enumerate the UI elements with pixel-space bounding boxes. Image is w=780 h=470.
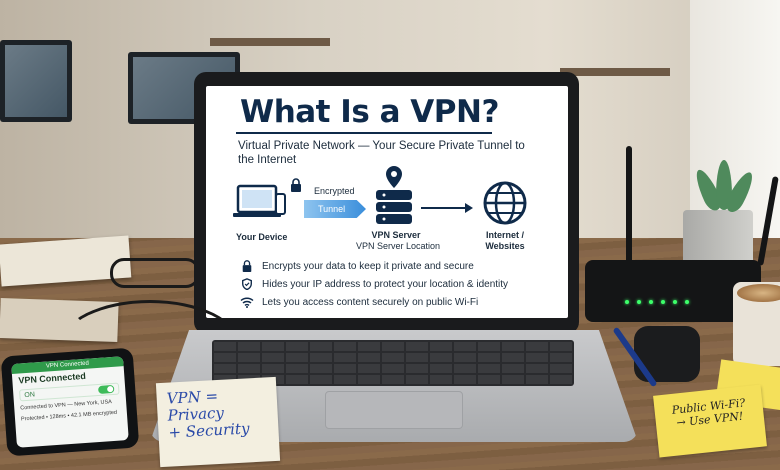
laptop-trackpad xyxy=(325,391,463,429)
sticky-note-wifi: Public Wi-Fi? → Use VPN! xyxy=(653,384,767,458)
internet-label: Internet / Websites xyxy=(485,230,525,251)
background-monitor-left xyxy=(0,40,72,122)
bullet-text: Hides your IP address to protect your lo… xyxy=(262,278,509,290)
smartphone: VPN Connected VPN Connected ON Connected… xyxy=(0,347,140,457)
list-item: Hides your IP address to protect your lo… xyxy=(240,278,560,290)
toggle-switch-icon xyxy=(97,384,115,394)
server-sublabel: VPN Server Location xyxy=(356,241,441,251)
encrypted-label: Encrypted xyxy=(314,186,355,196)
list-item: Encrypts your data to keep it private an… xyxy=(240,260,560,272)
device-label: Your Device xyxy=(236,232,288,242)
toggle-label: ON xyxy=(24,390,36,399)
bullet-text: Lets you access content securely on publ… xyxy=(262,296,479,308)
padlock-icon xyxy=(291,178,301,192)
wall-shelf-right xyxy=(560,68,670,76)
router-antenna xyxy=(626,146,632,264)
tunnel-label: Tunnel xyxy=(318,204,346,214)
coffee-latte xyxy=(737,284,780,302)
list-item: Lets you access content securely on publ… xyxy=(240,296,560,308)
wifi-icon xyxy=(240,297,254,308)
title-underline xyxy=(236,132,492,134)
phone-screen: VPN Connected VPN Connected ON Connected… xyxy=(11,356,129,448)
laptop-device-icon xyxy=(233,184,286,217)
lock-icon xyxy=(242,260,252,272)
sticky-note-privacy: VPN = Privacy + Security xyxy=(155,376,281,468)
note-line: + Security xyxy=(168,419,250,442)
server-icon xyxy=(376,166,412,224)
charging-cable xyxy=(60,300,240,390)
bullet-text: Encrypts your data to keep it private an… xyxy=(262,260,474,272)
tunnel-arrow xyxy=(304,200,366,218)
benefits-list: Encrypts your data to keep it private an… xyxy=(240,260,560,314)
laptop-screen: What Is a VPN? Virtual Private Network —… xyxy=(206,86,568,318)
slide-title: What Is a VPN? xyxy=(240,94,499,130)
server-label: VPN Server xyxy=(371,230,421,240)
shield-icon xyxy=(242,278,252,290)
wall-shelf xyxy=(210,38,330,46)
wifi-router xyxy=(585,260,761,322)
globe-icon xyxy=(483,181,527,225)
slide-subtitle: Virtual Private Network — Your Secure Pr… xyxy=(238,140,525,166)
server-to-internet-arrow xyxy=(421,203,473,213)
eyeglasses xyxy=(110,258,200,288)
